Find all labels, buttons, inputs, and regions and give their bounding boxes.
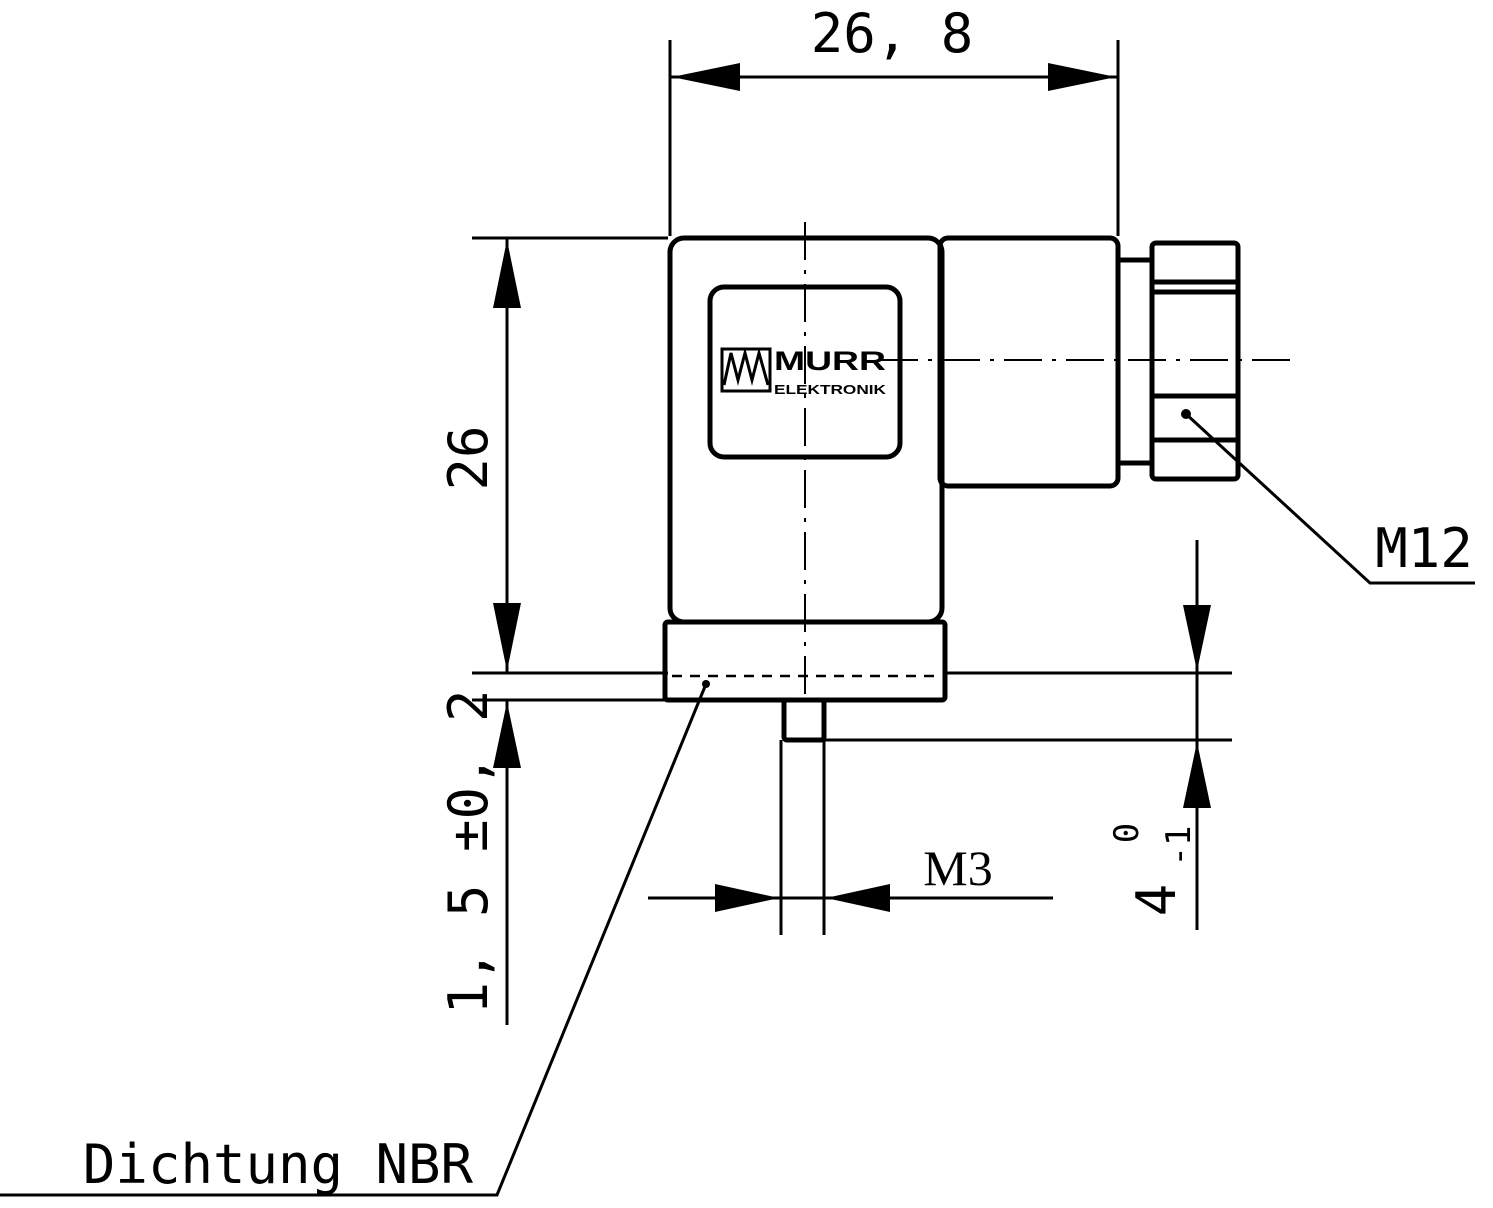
- dimension-width-label: 26, 8: [811, 2, 974, 65]
- dimension-height-label: 26: [437, 425, 500, 490]
- dimension-screw-length-value: 4: [1125, 884, 1188, 917]
- dimension-screw-length: 4 0 -1: [824, 540, 1232, 930]
- arrowhead: [826, 884, 890, 912]
- dimension-height: 26: [437, 236, 668, 702]
- dimension-seal-thickness: 1, 5 ±0, 2: [437, 689, 521, 1025]
- arrowhead: [493, 240, 521, 308]
- dimension-screw-length-lower-tol: -1: [1159, 826, 1199, 867]
- arrowhead: [493, 702, 521, 768]
- screw-thread-label: M3: [923, 840, 992, 896]
- arrowhead: [1183, 742, 1211, 808]
- murr-logo: MURR ELEKTRONIK: [720, 346, 887, 397]
- logo-brand: MURR: [774, 346, 886, 376]
- side-housing: [937, 235, 1121, 489]
- cable-gland-thread-label: M12: [1375, 517, 1473, 580]
- connector-body: [662, 235, 1121, 743]
- dimension-seal-thickness-label: 1, 5 ±0, 2: [437, 689, 500, 1014]
- logo-sub: ELEKTRONIK: [774, 382, 887, 397]
- logo-mark-zigzag: [722, 347, 770, 386]
- logo-mark-frame: [720, 347, 772, 393]
- seal-label: Dichtung NBR: [83, 1133, 474, 1196]
- arrowhead: [715, 884, 779, 912]
- screw-head: [781, 697, 827, 743]
- seal-callout: Dichtung NBR: [0, 680, 710, 1197]
- arrowhead: [1048, 63, 1116, 91]
- dimension-screw-length-upper-tol: 0: [1107, 823, 1147, 843]
- dimension-screw-thread: M3: [648, 740, 1053, 935]
- gland-neck: [1115, 257, 1155, 466]
- cable-gland-callout: M12: [1181, 409, 1475, 585]
- dimension-width: 26, 8: [668, 2, 1120, 236]
- arrowhead: [493, 603, 521, 671]
- arrowhead: [672, 63, 740, 91]
- arrowhead: [1183, 605, 1211, 671]
